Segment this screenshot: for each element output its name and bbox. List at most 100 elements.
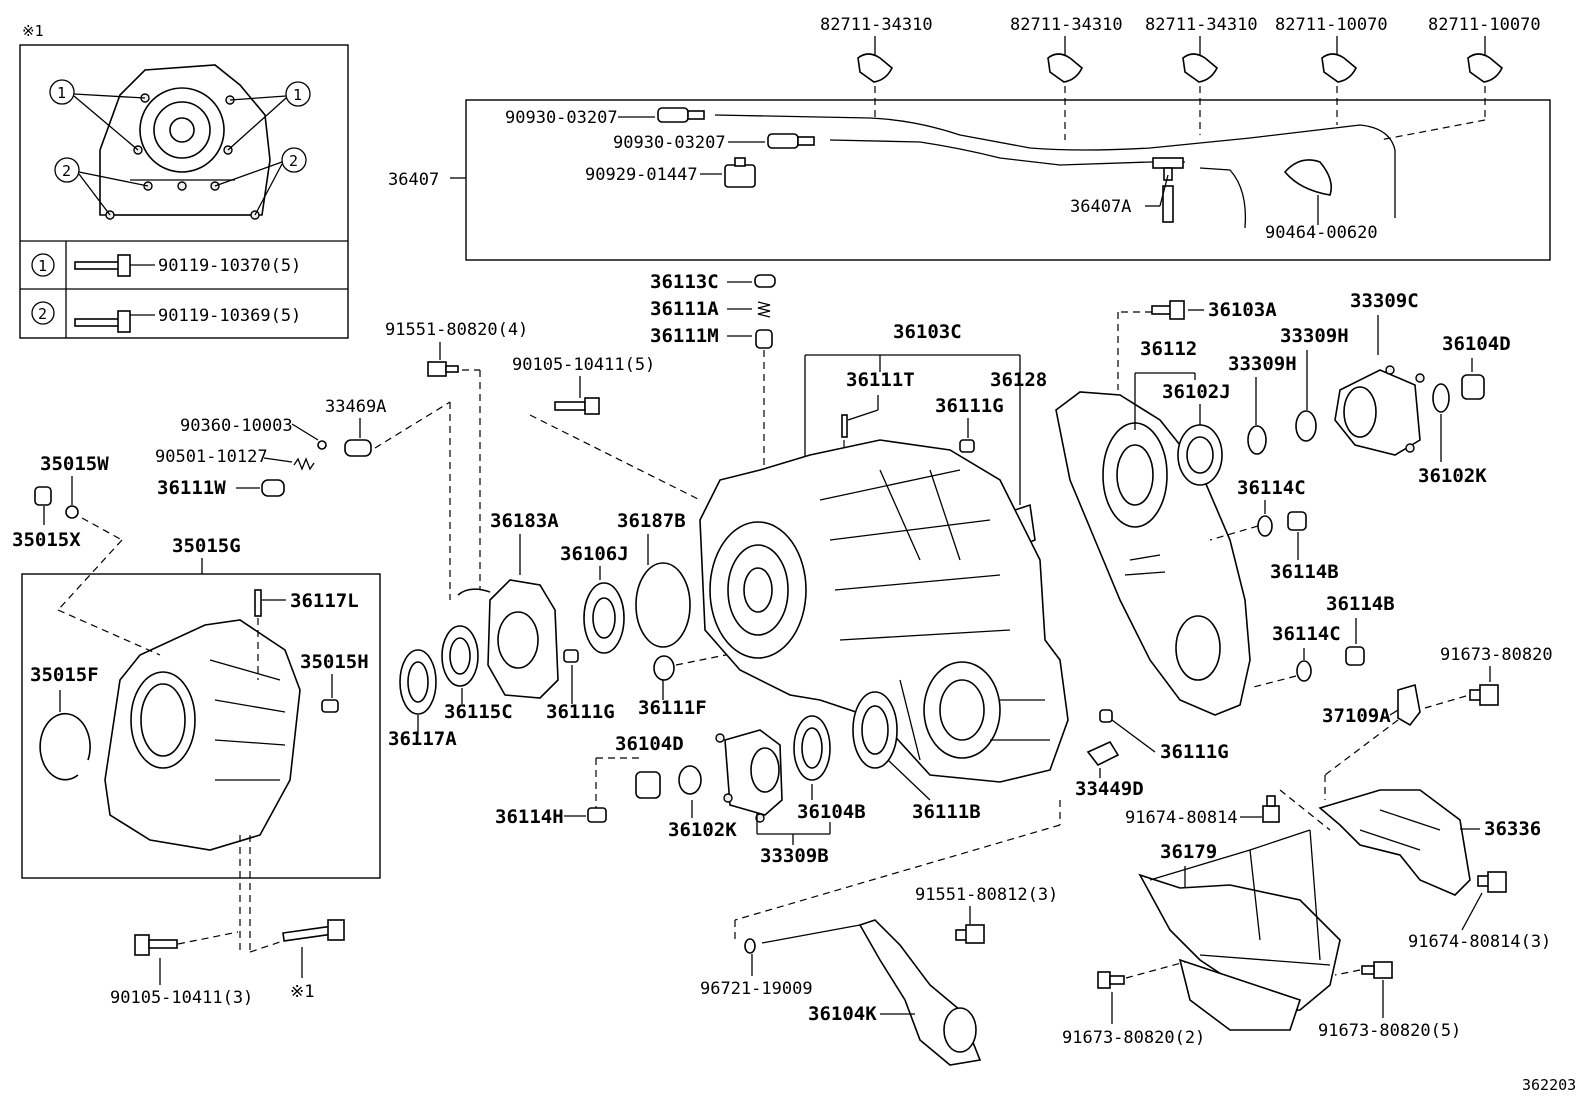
part-36111W[interactable]: 36111W <box>157 477 226 499</box>
part-36104D-a[interactable]: 36104D <box>615 733 684 755</box>
part-33309B[interactable]: 33309B <box>760 845 829 867</box>
part-91551-80812-3[interactable]: 91551-80812(3) <box>915 885 1058 905</box>
part-90464-00620[interactable]: 90464-00620 <box>1265 223 1378 243</box>
inset-frame <box>19 44 349 339</box>
extension-housing-icon <box>104 619 301 851</box>
part-82711-34310-b[interactable]: 82711-34310 <box>1010 15 1123 35</box>
ref-1[interactable]: ※1 <box>290 982 314 1002</box>
part-36114B-a[interactable]: 36114B <box>1270 561 1339 583</box>
part-36179[interactable]: 36179 <box>1160 841 1217 863</box>
part-91673-80820[interactable]: 91673-80820 <box>1440 645 1553 665</box>
part-90930-03207-b[interactable]: 90930-03207 <box>613 133 726 153</box>
part-33449D[interactable]: 33449D <box>1075 778 1144 800</box>
part-35015W[interactable]: 35015W <box>40 453 109 475</box>
part-36111G-b[interactable]: 36111G <box>546 701 615 723</box>
part-82711-10070-b[interactable]: 82711-10070 <box>1428 15 1541 35</box>
retainer-icon <box>457 579 559 699</box>
part-33309H-a[interactable]: 33309H <box>1228 353 1297 375</box>
part-91551-80820-4[interactable]: 91551-80820(4) <box>385 320 528 340</box>
part-36103C[interactable]: 36103C <box>893 321 962 343</box>
bolt-icon <box>74 254 131 277</box>
part-36104B[interactable]: 36104B <box>797 801 866 823</box>
plug-icon <box>1345 646 1365 666</box>
part-36111T[interactable]: 36111T <box>846 369 915 391</box>
plug-icon <box>261 479 285 497</box>
part-82711-10070-a[interactable]: 82711-10070 <box>1275 15 1388 35</box>
part-36187B[interactable]: 36187B <box>617 510 686 532</box>
extension-housing-frame <box>21 573 381 879</box>
part-36102J[interactable]: 36102J <box>1162 381 1231 403</box>
part-36104D-b[interactable]: 36104D <box>1442 333 1511 355</box>
seal-icon <box>1177 424 1223 486</box>
part-36114C-b[interactable]: 36114C <box>1272 623 1341 645</box>
part-33309C[interactable]: 33309C <box>1350 290 1419 312</box>
bearing-retainer-icon <box>583 582 625 654</box>
part-35015H[interactable]: 35015H <box>300 651 369 673</box>
o-ring-icon <box>635 562 691 648</box>
washer-icon <box>587 807 607 823</box>
part-36114H[interactable]: 36114H <box>495 806 564 828</box>
part-96721-19009[interactable]: 96721-19009 <box>700 979 813 999</box>
bolt-icon <box>282 919 345 942</box>
part-36117A[interactable]: 36117A <box>388 728 457 750</box>
tube-assembly-group: 36407 82711-34310 82711-34310 82711-3431… <box>388 15 1551 261</box>
o-ring-icon <box>744 938 756 954</box>
part-36111A[interactable]: 36111A <box>650 298 719 320</box>
part-36407A[interactable]: 36407A <box>1070 197 1131 217</box>
part-36104K[interactable]: 36104K <box>808 1003 877 1025</box>
part-36407[interactable]: 36407 <box>388 170 439 190</box>
rear-housing-icon <box>1055 391 1251 716</box>
part-90929-01447[interactable]: 90929-01447 <box>585 165 698 185</box>
part-90930-03207-a[interactable]: 90930-03207 <box>505 108 618 128</box>
part-35015G[interactable]: 35015G <box>172 535 241 557</box>
breather-tube-icon <box>714 114 1396 229</box>
union-icon <box>657 107 815 149</box>
part-33469A[interactable]: 33469A <box>325 397 386 417</box>
part-35015X[interactable]: 35015X <box>12 529 81 551</box>
part-36102K-a[interactable]: 36102K <box>668 819 737 841</box>
part-36106J[interactable]: 36106J <box>560 543 629 565</box>
part-91673-80820-2[interactable]: 91673-80820(2) <box>1062 1028 1205 1048</box>
part-37109A[interactable]: 37109A <box>1322 705 1391 727</box>
part-36115C[interactable]: 36115C <box>444 701 513 723</box>
part-36111F[interactable]: 36111F <box>638 697 707 719</box>
part-36336[interactable]: 36336 <box>1484 818 1541 840</box>
part-36114C-a[interactable]: 36114C <box>1237 477 1306 499</box>
part-36183A[interactable]: 36183A <box>490 510 559 532</box>
part-36111B[interactable]: 36111B <box>912 801 981 823</box>
part-36128[interactable]: 36128 <box>990 369 1047 391</box>
part-90360-10003[interactable]: 90360-10003 <box>180 416 293 436</box>
callout-2-left: 2 <box>62 162 71 180</box>
callout-1-left: 1 <box>57 84 66 102</box>
part-36103A[interactable]: 36103A <box>1208 299 1277 321</box>
plug-icon <box>34 486 52 506</box>
clip-icon <box>724 157 756 188</box>
part-90105-10411-5[interactable]: 90105-10411(5) <box>512 355 655 375</box>
part-36114B-b[interactable]: 36114B <box>1326 593 1395 615</box>
part-36113C[interactable]: 36113C <box>650 271 719 293</box>
part-36111G-a[interactable]: 36111G <box>935 395 1004 417</box>
part-91674-80814-3[interactable]: 91674-80814(3) <box>1408 932 1551 952</box>
part-91673-80820-5[interactable]: 91673-80820(5) <box>1318 1021 1461 1041</box>
part-33309H-b[interactable]: 33309H <box>1280 325 1349 347</box>
part-82711-34310-c[interactable]: 82711-34310 <box>1145 15 1258 35</box>
washer-icon <box>1257 515 1273 537</box>
part-36117L[interactable]: 36117L <box>290 590 359 612</box>
part-36111G-c[interactable]: 36111G <box>1160 741 1229 763</box>
seal-icon <box>852 691 898 769</box>
bearing-icon <box>441 625 479 687</box>
spring-icon <box>293 457 315 471</box>
tube-assembly-frame <box>465 99 1551 261</box>
part-91674-80814[interactable]: 91674-80814 <box>1125 808 1238 828</box>
bolt-90119-10370[interactable]: 90119-10370(5) <box>158 256 301 276</box>
part-36111M[interactable]: 36111M <box>650 325 719 347</box>
bolt-90119-10369[interactable]: 90119-10369(5) <box>158 306 301 326</box>
part-90501-10127[interactable]: 90501-10127 <box>155 447 268 467</box>
bolt-icon <box>1477 871 1507 893</box>
part-36112[interactable]: 36112 <box>1140 338 1197 360</box>
part-82711-34310-a[interactable]: 82711-34310 <box>820 15 933 35</box>
part-90105-10411-3[interactable]: 90105-10411(3) <box>110 988 253 1008</box>
part-35015F[interactable]: 35015F <box>30 664 99 686</box>
part-36102K-b[interactable]: 36102K <box>1418 465 1487 487</box>
